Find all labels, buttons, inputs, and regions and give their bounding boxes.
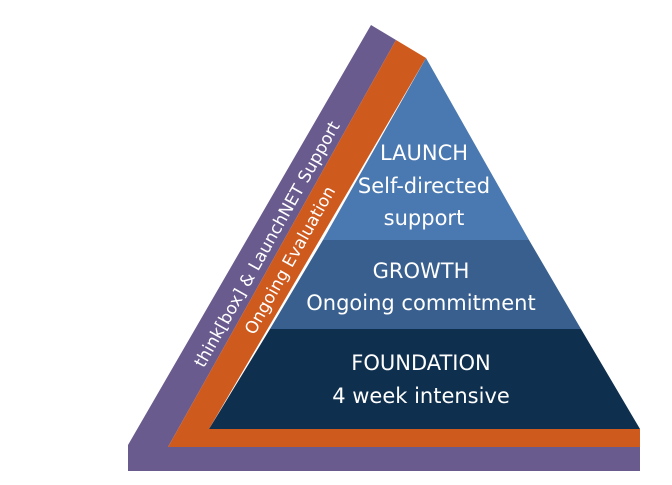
foundation-title: FOUNDATION: [351, 351, 490, 375]
launch-title: LAUNCH: [380, 141, 468, 165]
tier-growth: [270, 240, 581, 329]
launch-subtitle-line1: Self-directed: [358, 174, 490, 198]
outer-support-band: [128, 25, 640, 471]
growth-title: GROWTH: [373, 259, 470, 283]
growth-subtitle: Ongoing commitment: [306, 291, 535, 315]
tier-foundation: [209, 329, 640, 429]
inner-evaluation-band: [168, 40, 640, 447]
tier-launch: [323, 58, 529, 240]
launch-subtitle-line2: support: [384, 206, 465, 230]
foundation-subtitle: 4 week intensive: [332, 384, 510, 408]
